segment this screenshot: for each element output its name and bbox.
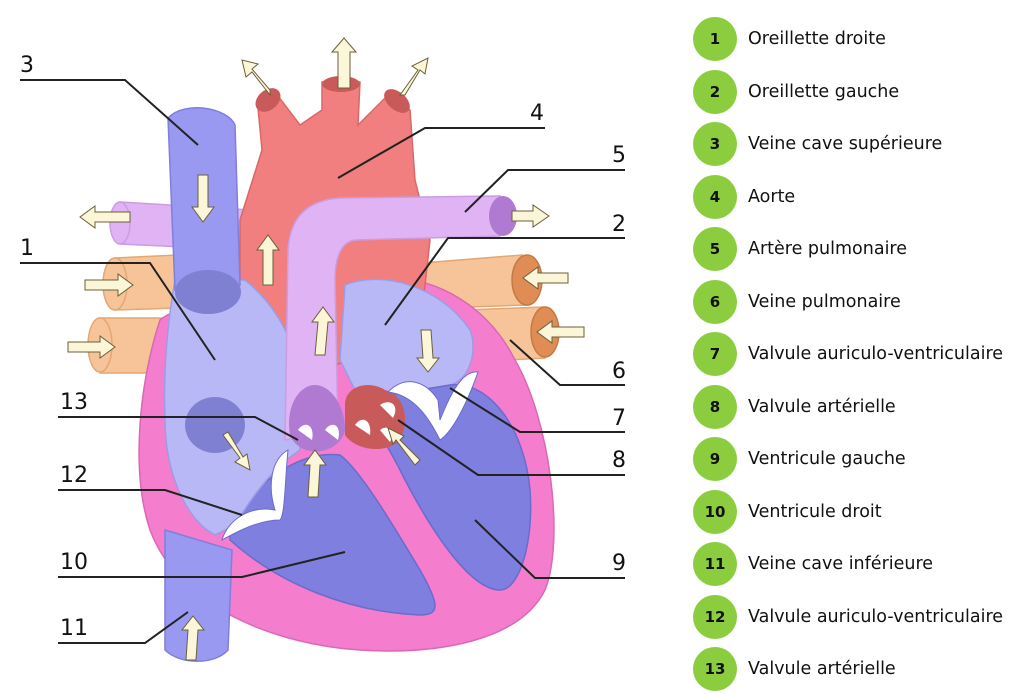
arrow-up-icon [180, 615, 206, 661]
label-9: 9 [612, 551, 626, 576]
legend-item: 7 Valvule auriculo-ventriculaire [693, 331, 1003, 377]
diagram-number-labels: 3 4 5 2 1 6 13 7 8 12 10 9 11 [20, 53, 626, 641]
leader-line-7 [449, 387, 625, 433]
legend-item: 9 Ventricule gauche [693, 436, 906, 482]
legend-badge: 11 [693, 542, 737, 586]
label-2: 2 [612, 212, 626, 237]
leader-line-13 [58, 416, 299, 441]
legend-label: Valvule artérielle [748, 396, 896, 417]
legend-badge: 1 [693, 17, 737, 61]
legend-badge: 6 [693, 279, 737, 324]
label-10: 10 [60, 550, 88, 575]
leader-line-9 [474, 519, 625, 579]
heart-diagram: 3 4 5 2 1 6 13 7 8 12 10 9 11 [20, 37, 626, 662]
legend-item: 8 Valvule artérielle [693, 384, 896, 430]
legend-label: Valvule auriculo-ventriculaire [748, 344, 1004, 364]
leader-line-1 [20, 262, 216, 361]
blood-flow-arrows [67, 37, 585, 661]
label-6: 6 [612, 359, 626, 384]
legend-label: Veine cave inférieure [748, 554, 934, 574]
legend-item: 6 Veine pulmonaire [693, 279, 901, 325]
legend-item: 1 Oreillette droite [693, 16, 886, 62]
legend-label: Valvule auriculo-ventriculaire [748, 606, 1004, 627]
leader-line-11 [58, 611, 189, 644]
tricuspid-valve [221, 449, 289, 542]
legend-badge: 12 [693, 594, 737, 639]
legend-badge: 5 [693, 227, 737, 271]
label-11: 11 [60, 616, 88, 641]
arrow-right-icon [511, 204, 550, 228]
pulmonary-valve [289, 385, 345, 452]
legend-label: Oreillette droite [748, 29, 886, 49]
legend-label: Ventricule gauche [748, 449, 906, 469]
legend-label: Valvule artérielle [748, 659, 896, 679]
arrow-up-left-icon [241, 59, 271, 97]
arrow-right-icon [67, 335, 116, 359]
arrow-up-right-icon [399, 57, 429, 96]
legend-label: Oreillette gauche [748, 81, 900, 102]
label-12: 12 [60, 463, 88, 488]
arrow-down-icon [415, 329, 441, 373]
leader-lines [20, 79, 625, 644]
arrow-up-icon [256, 234, 280, 286]
legend-item: 2 Oreillette gauche [693, 69, 899, 115]
leader-line-10 [58, 551, 346, 578]
legend-item: 11 Veine cave inférieure [693, 541, 933, 587]
legend-label: Veine pulmonaire [748, 291, 901, 312]
label-13: 13 [60, 390, 88, 415]
left-atrium [339, 278, 474, 401]
label-4: 4 [530, 101, 544, 126]
legend-badge: 3 [693, 122, 737, 166]
leader-line-4 [337, 127, 545, 179]
label-1: 1 [20, 236, 34, 261]
legend-label: Veine cave supérieure [748, 134, 943, 154]
legend-item: 4 Aorte [693, 174, 795, 220]
arrow-down-icon [191, 174, 215, 223]
legend-item: 12 Valvule auriculo-ventriculaire [693, 594, 1003, 640]
arrow-up-icon [330, 37, 358, 89]
legend-label: Ventricule droit [748, 501, 882, 522]
legend-badge: 10 [693, 489, 737, 534]
leader-line-5 [464, 169, 625, 213]
legend-badge: 13 [693, 647, 737, 691]
legend-item: 5 Artère pulmonaire [693, 226, 907, 272]
arrow-left-icon [79, 205, 131, 229]
aorta-branch-1 [255, 88, 281, 112]
leader-line-12 [58, 489, 243, 516]
leader-line-6 [509, 339, 625, 386]
leader-line-2 [384, 237, 625, 326]
arrow-up-icon [303, 449, 327, 498]
leader-line-3 [20, 79, 199, 146]
legend-badge: 8 [693, 384, 737, 429]
legend-item: 13 Valvule artérielle [693, 646, 896, 692]
arrow-down-right-icon [222, 431, 251, 471]
arrow-up-left-icon [387, 427, 421, 466]
legend-item: 10 Ventricule droit [693, 489, 882, 535]
mitral-valve [386, 371, 479, 441]
arrow-left-icon [522, 266, 569, 290]
arrow-right-icon [84, 273, 134, 297]
leader-line-8 [397, 419, 625, 476]
label-7: 7 [612, 406, 626, 431]
legend-badge: 7 [693, 332, 737, 376]
label-5: 5 [612, 143, 626, 168]
legend-badge: 9 [693, 437, 737, 481]
legend-badge: 4 [693, 174, 737, 219]
arrow-up-icon [311, 306, 335, 356]
arrow-left-icon [536, 320, 585, 344]
legend-label: Artère pulmonaire [748, 239, 908, 259]
legend-badge: 2 [693, 69, 737, 114]
legend-label: Aorte [748, 186, 796, 207]
inferior-vena-cava [164, 528, 233, 662]
label-8: 8 [612, 448, 626, 473]
label-3: 3 [20, 53, 34, 78]
legend-item: 3 Veine cave supérieure [693, 121, 942, 167]
